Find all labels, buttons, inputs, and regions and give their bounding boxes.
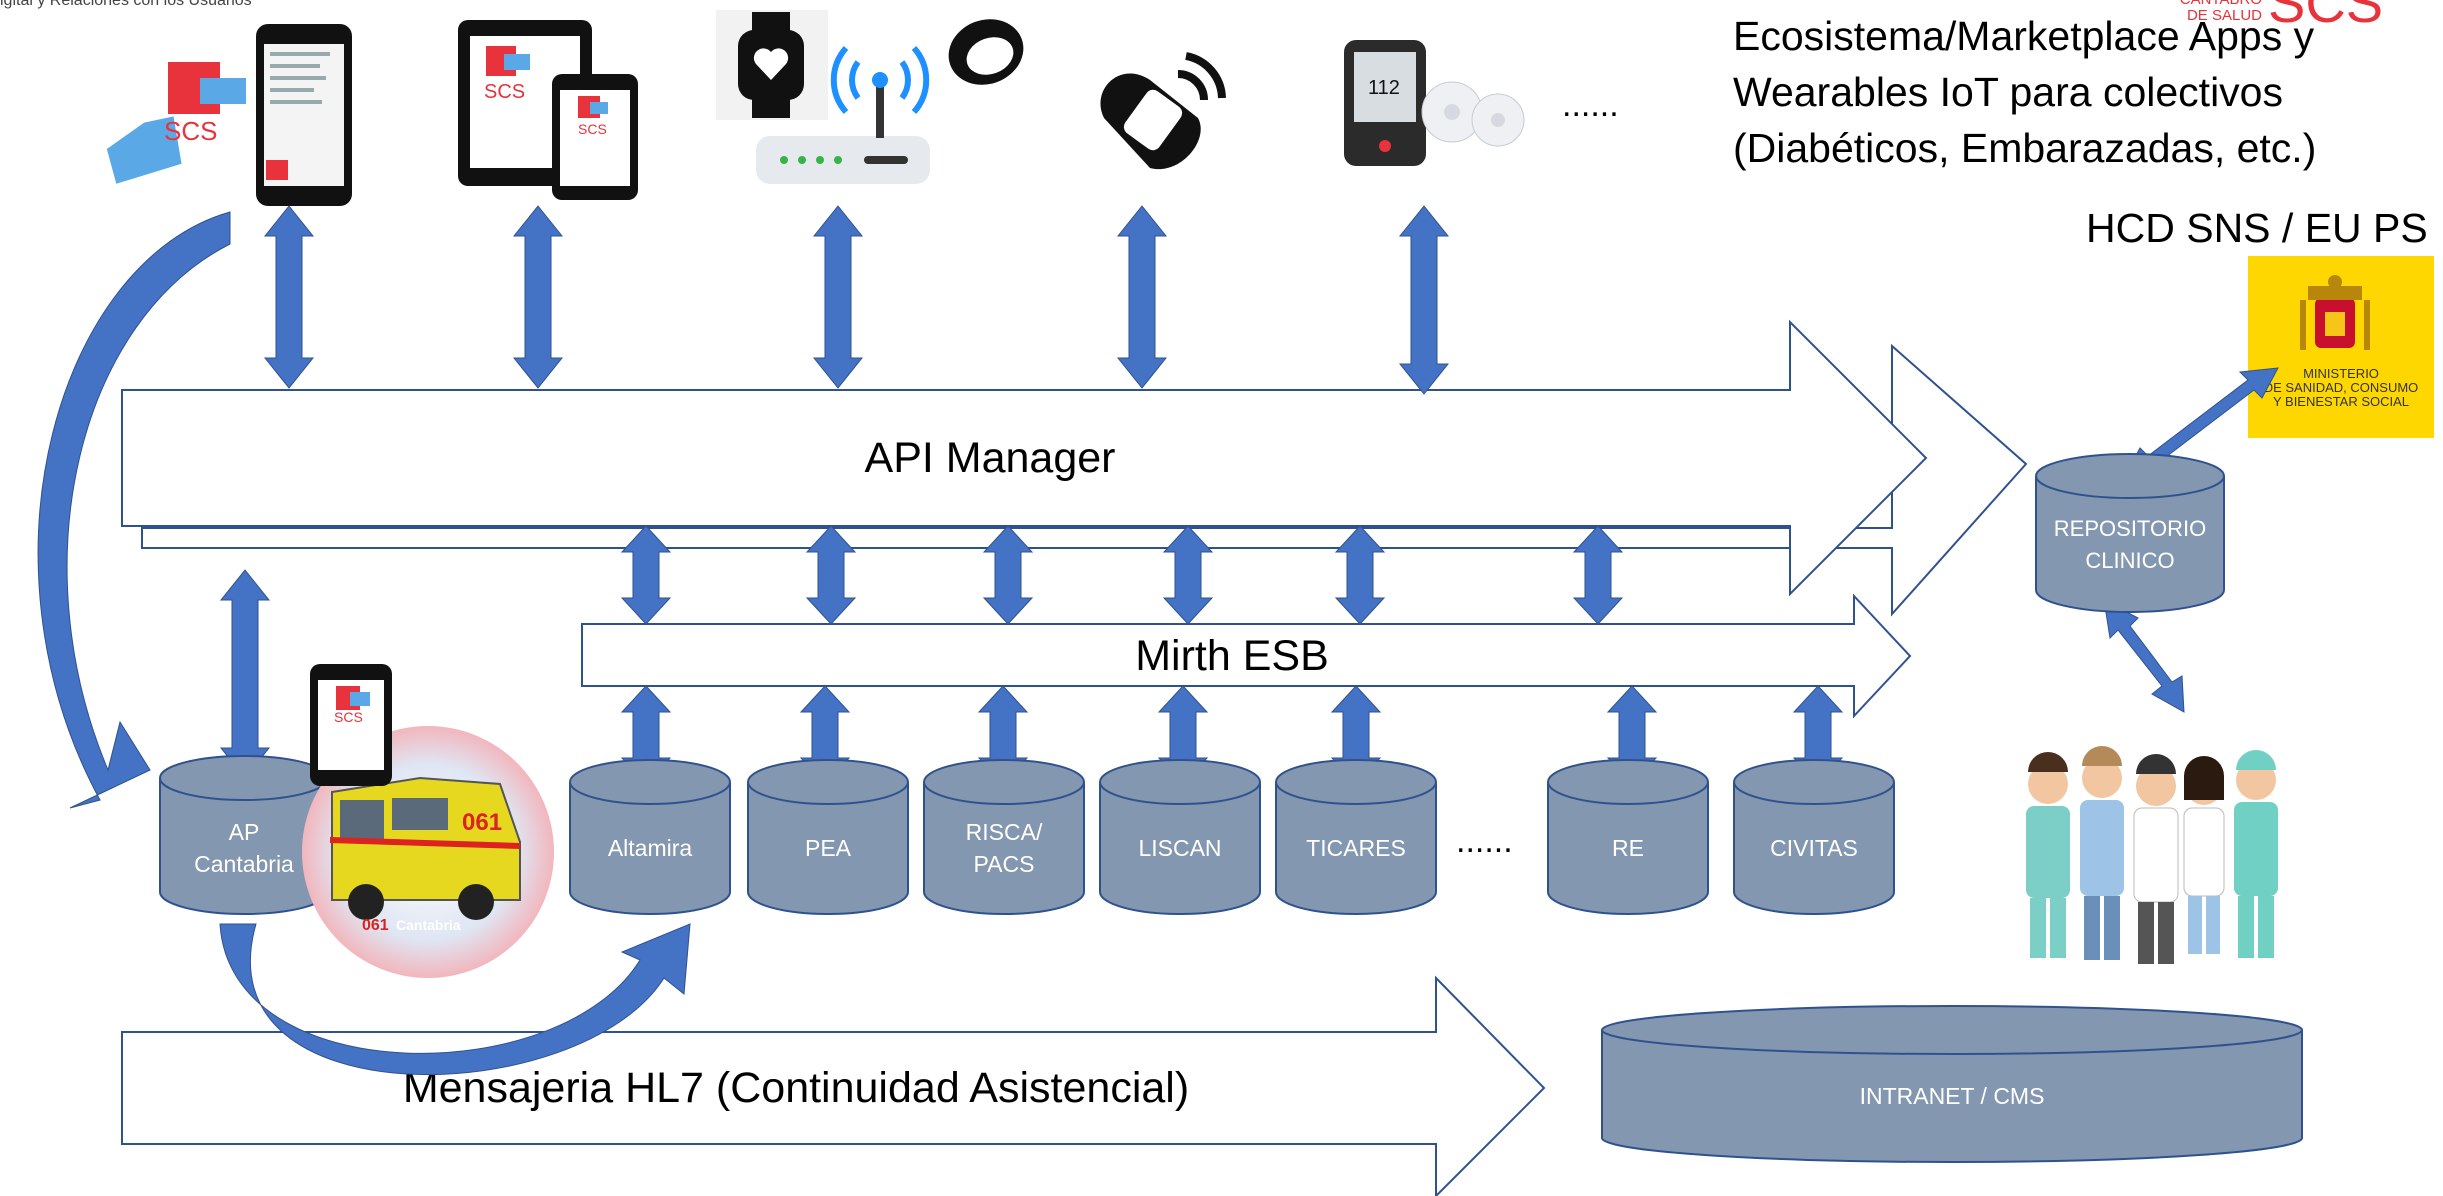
hl7-label: Mensajeria HL7 (Continuidad Asistencial) bbox=[403, 1064, 1189, 1112]
doctor-figure bbox=[2080, 746, 2124, 960]
glucose-monitor-icon: 112 bbox=[1344, 40, 1525, 166]
systems-row: Altamira PEA RISCA/ PACS LISCAN TICARES … bbox=[569, 759, 1895, 915]
ambulance-icon: 061 bbox=[329, 776, 521, 920]
ap-cantabria-line2: Cantabria bbox=[194, 851, 294, 877]
system-cylinder-re: RE bbox=[1547, 759, 1709, 915]
system-label: PEA bbox=[805, 835, 852, 861]
smart-ring-icon bbox=[948, 19, 1024, 85]
doctor-figure bbox=[2234, 750, 2278, 958]
connector-arrow-icon bbox=[1334, 525, 1386, 625]
doctor-figure bbox=[2026, 752, 2070, 958]
ap-cantabria-line1: AP bbox=[229, 819, 260, 845]
connector-arrow-icon bbox=[1162, 525, 1214, 625]
connector-arrow-icon bbox=[1398, 205, 1450, 395]
healthcare-professionals-icon bbox=[2026, 746, 2278, 964]
connector-arrow-icon bbox=[805, 525, 857, 625]
connector-arrow-icon bbox=[982, 525, 1034, 625]
connector-arrow-icon bbox=[1572, 525, 1624, 625]
system-label: LISCAN bbox=[1138, 835, 1221, 861]
ministry-line1: MINISTERIO bbox=[2303, 366, 2379, 381]
doctor-figure bbox=[2133, 754, 2179, 964]
devices-ellipsis: ...... bbox=[1562, 86, 1619, 124]
mobile-app-icon: SCS bbox=[310, 664, 392, 786]
ministry-logo: MINISTERIO DE SANIDAD, CONSUMO Y BIENEST… bbox=[2248, 256, 2434, 438]
curved-arrow-app-to-ap bbox=[37, 211, 231, 809]
system-cylinder-liscan: LISCAN bbox=[1099, 759, 1261, 915]
system-cylinder-altamira: Altamira bbox=[569, 759, 731, 915]
mobile-app-logo-text: SCS bbox=[334, 709, 363, 725]
system-label: RE bbox=[1612, 835, 1644, 861]
ambulance-number: 061 bbox=[462, 809, 502, 836]
intranet-label: INTRANET / CMS bbox=[1860, 1083, 2045, 1109]
mirth-esb-label: Mirth ESB bbox=[1135, 632, 1329, 680]
smartphone-icon bbox=[256, 24, 352, 206]
ambulance-caption-number: 061 bbox=[362, 917, 389, 934]
repositorio-cylinder: REPOSITORIO CLINICO bbox=[2035, 453, 2225, 613]
ambulance-061-badge: 061 061 Cantabria bbox=[302, 726, 554, 978]
connector-arrow-icon bbox=[620, 525, 672, 625]
app-logo-text: SCS bbox=[164, 116, 217, 146]
curved-arrow-ap-to-altamira bbox=[219, 923, 691, 1076]
ecosystem-title-line1: Ecosistema/Marketplace Apps y bbox=[1733, 13, 2315, 59]
ap-cantabria-cylinder: AP Cantabria bbox=[159, 755, 329, 915]
api-manager-label: API Manager bbox=[865, 434, 1116, 482]
tablet-phone-icon: SCS SCS bbox=[458, 20, 638, 200]
glucose-reading: 112 bbox=[1368, 77, 1400, 99]
smartwatch-icon bbox=[716, 10, 828, 120]
system-cylinder-civitas: CIVITAS bbox=[1733, 759, 1895, 915]
scs-app-icon: SCS bbox=[106, 62, 246, 184]
ambulance-caption-text: Cantabria bbox=[396, 917, 461, 933]
system-label: CIVITAS bbox=[1770, 835, 1858, 861]
system-label: TICARES bbox=[1306, 835, 1406, 861]
ecosystem-title-line3: (Diabéticos, Embarazadas, etc.) bbox=[1733, 125, 2316, 171]
system-cylinder-risca-pacs: RISCA/ PACS bbox=[923, 759, 1085, 915]
logo-text-1: CANTABRO bbox=[2180, 0, 2262, 8]
coat-of-arms-icon bbox=[2300, 275, 2370, 350]
phone-logo-text: SCS bbox=[578, 121, 607, 137]
hcd-label: HCD SNS / EU PS bbox=[2086, 205, 2428, 251]
mirth-esb-arrow bbox=[581, 593, 1912, 719]
ministry-line3: Y BIENESTAR SOCIAL bbox=[2273, 394, 2409, 409]
repositorio-line1: REPOSITORIO bbox=[2054, 516, 2206, 541]
systems-ellipsis: ...... bbox=[1456, 822, 1513, 860]
connector-arrow-icon bbox=[812, 205, 864, 389]
connector-arrow-icon bbox=[1116, 205, 1168, 389]
device-connectors bbox=[263, 205, 1450, 395]
ap-api-connector bbox=[219, 569, 271, 779]
ecosystem-title: Ecosistema/Marketplace Apps y Wearables … bbox=[1733, 13, 2316, 171]
wearable-band-icon bbox=[1100, 52, 1226, 170]
logo-text-2: DE SALUD bbox=[2187, 7, 2262, 24]
tablet-logo-text: SCS bbox=[484, 81, 525, 103]
api-manager-arrow bbox=[121, 319, 1928, 597]
system-label: Altamira bbox=[608, 835, 693, 861]
ministry-line2: DE SANIDAD, CONSUMO bbox=[2264, 380, 2419, 395]
header-text: igital y Relaciones con los Usuarios bbox=[0, 0, 252, 9]
repositorio-line2: CLINICO bbox=[2085, 548, 2174, 573]
intranet-cms-cylinder: INTRANET / CMS bbox=[1601, 1005, 2303, 1163]
logo-mark: SCS bbox=[2268, 0, 2383, 34]
scs-logo: CANTABRO DE SALUD SCS bbox=[2180, 0, 2383, 34]
api-manager-arrow-back bbox=[141, 343, 2028, 617]
connector-arrow-icon bbox=[512, 205, 564, 389]
wifi-router-icon bbox=[756, 46, 930, 184]
system-cylinder-ticares: TICARES bbox=[1275, 759, 1437, 915]
system-label-line2: PACS bbox=[974, 851, 1035, 877]
doctor-figure bbox=[2183, 756, 2225, 954]
system-cylinder-pea: PEA bbox=[747, 759, 909, 915]
hl7-messaging-arrow bbox=[121, 975, 1546, 1196]
ecosystem-title-line2: Wearables IoT para colectivos bbox=[1733, 69, 2283, 115]
connector-arrow-icon bbox=[263, 205, 315, 389]
api-mirth-connectors bbox=[620, 525, 1624, 625]
system-label: RISCA/ bbox=[966, 819, 1043, 845]
repo-doctors-connector bbox=[2103, 599, 2185, 713]
